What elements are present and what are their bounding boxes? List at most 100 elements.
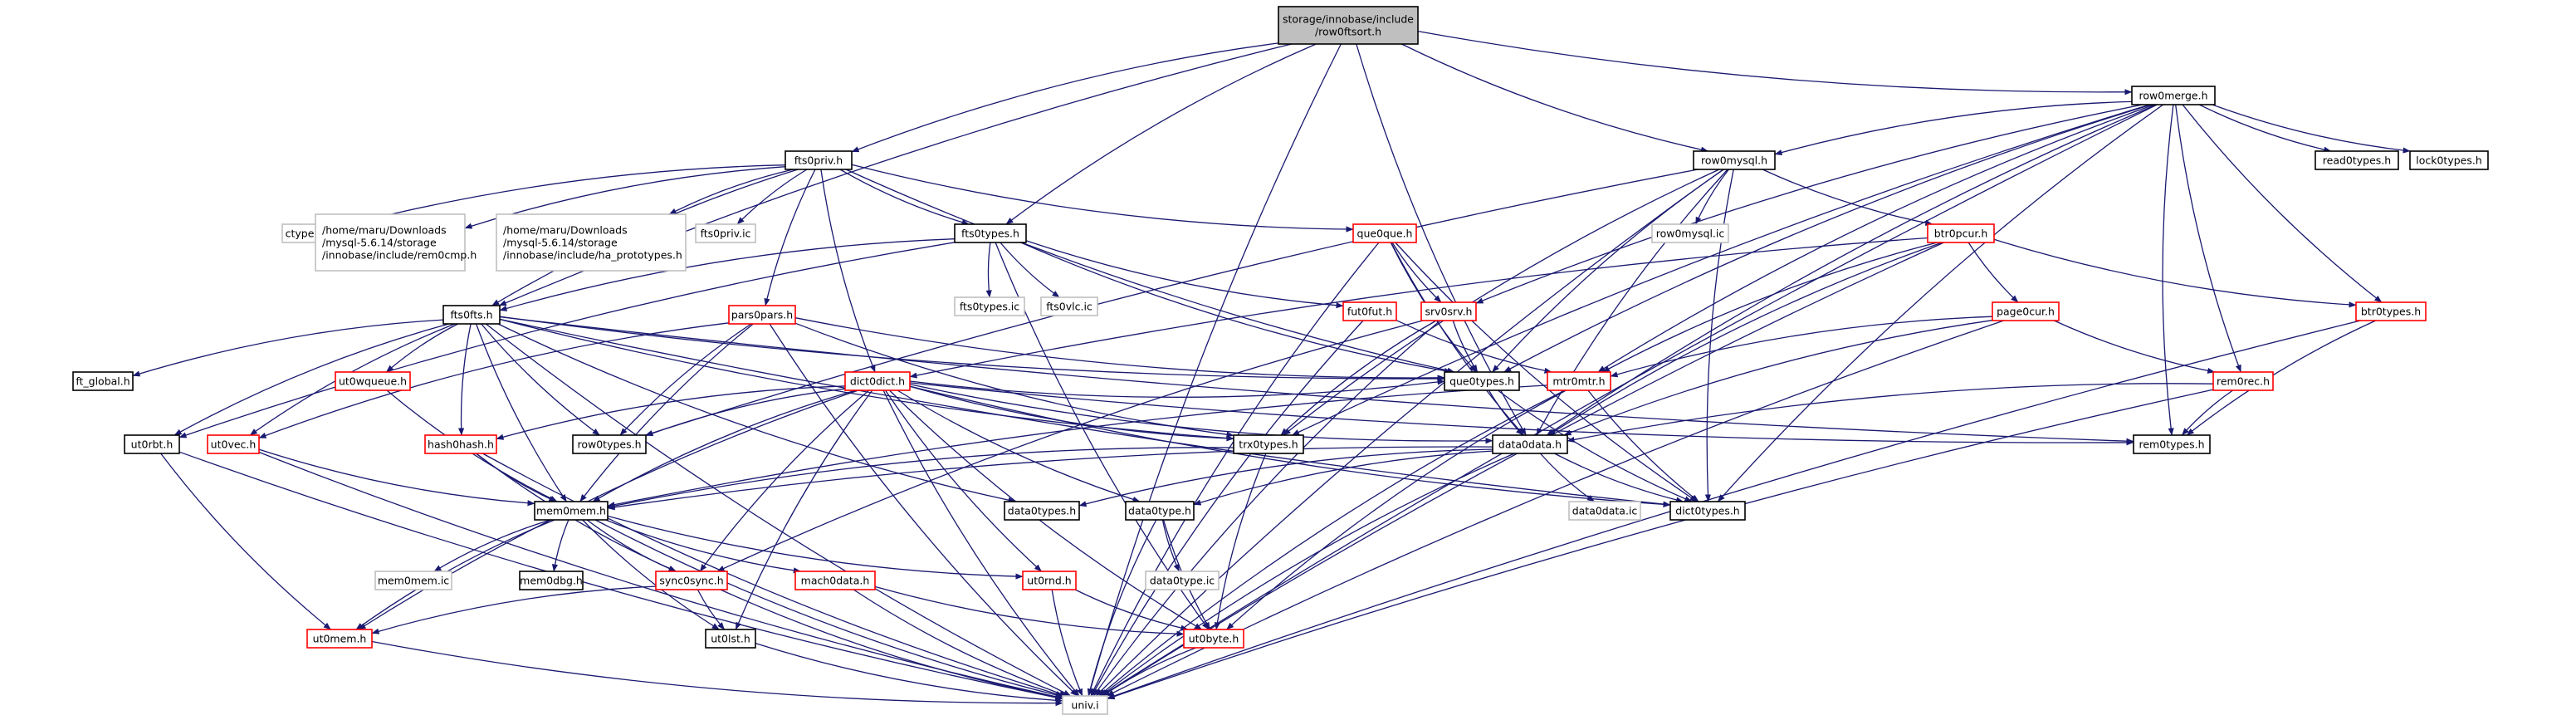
node-label: /innobase/include/ha_prototypes.h — [503, 249, 682, 262]
node-ut0mem[interactable]: ut0mem.h — [306, 629, 373, 649]
edge-btr0pcur-to-mtr0mtr — [1602, 242, 1938, 373]
edge-root-to-fts0types — [1005, 43, 1317, 225]
node-data0type[interactable]: data0type.h — [1125, 501, 1195, 521]
edge-rem0rec-to-rem0types — [2181, 389, 2233, 436]
node-ut0byte[interactable]: ut0byte.h — [1183, 629, 1244, 649]
node-row0mysql[interactable]: row0mysql.h — [1693, 150, 1776, 170]
node-ut0rbt[interactable]: ut0rbt.h — [124, 434, 180, 454]
edge-data0type-to-univ — [1087, 519, 1157, 697]
node-page0cur[interactable]: page0cur.h — [1992, 301, 2060, 321]
edge-que0types-to-data0data — [1488, 389, 1524, 436]
edge-que0types-to-dict0types — [1497, 389, 1693, 502]
node-mem0dbg[interactable]: mem0dbg.h — [519, 571, 584, 590]
node-label: row0merge.h — [2139, 90, 2208, 102]
node-que0types[interactable]: que0types.h — [1444, 371, 1520, 391]
node-box — [424, 434, 497, 454]
edge-row0merge-to-mtr0mtr — [1597, 104, 2155, 373]
edge-page0cur-to-rem0rec — [2054, 320, 2216, 374]
edge-mtr0mtr-to-dict0types — [1587, 389, 1699, 502]
node-ut0vec[interactable]: ut0vec.h — [207, 434, 260, 454]
node-lock0types[interactable]: lock0types.h — [2409, 150, 2489, 170]
node-univ: univ.i — [1062, 695, 1108, 715]
node-fut0fut[interactable]: fut0fut.h — [1342, 301, 1397, 321]
node-fts0fts[interactable]: fts0fts.h — [442, 305, 501, 325]
node-box — [1693, 150, 1776, 170]
edge-dict0dict-to-univ — [882, 389, 1080, 697]
edge-hash0hash-to-univ — [481, 453, 1064, 698]
node-label: fts0fts.h — [450, 309, 492, 321]
node-label: /mysql-5.6.14/storage — [503, 237, 618, 249]
edge-srv0srv-to-trx0types — [1280, 320, 1437, 436]
edge-dict0dict-to-data0data — [909, 384, 1493, 444]
node-box — [335, 371, 411, 391]
node-label: ut0byte.h — [1189, 633, 1239, 645]
node-data0types[interactable]: data0types.h — [1004, 501, 1080, 521]
edge-mach0data-to-ut0byte — [874, 585, 1185, 637]
node-fts0priv[interactable]: fts0priv.h — [785, 150, 853, 170]
node-hash0hash[interactable]: hash0hash.h — [424, 434, 497, 454]
node-label: pars0pars.h — [731, 309, 793, 321]
edge-pars0pars-to-univ — [769, 323, 1078, 697]
node-dict0types[interactable]: dict0types.h — [1669, 501, 1746, 521]
edge-root-to-univ — [1088, 43, 1342, 697]
node-data0data[interactable]: data0data.h — [1492, 434, 1568, 454]
edge-mem0mem-to-sync0sync — [586, 519, 677, 572]
node-ha-proto-path: /home/maru/Downloads/mysql-5.6.14/storag… — [496, 213, 687, 272]
edge-data0data-to-dict0types — [1554, 453, 1684, 503]
edge-data0data-to-data0types — [1078, 448, 1493, 507]
edge-fts0fts-to-ft-global — [132, 319, 444, 377]
node-label: ut0mem.h — [313, 633, 367, 645]
edge-root-to-fts0priv — [851, 42, 1279, 153]
edge-fts0priv-to-fts0priv-ic — [736, 169, 808, 225]
edge-que0que-to-dict0types — [1395, 242, 1698, 502]
node-btr0pcur[interactable]: btr0pcur.h — [1927, 223, 1995, 243]
node-label: row0mysql.ic — [1656, 228, 1725, 240]
node-label: mtr0mtr.h — [1552, 375, 1605, 388]
node-label: data0types.h — [1008, 505, 1076, 517]
node-rem0rec[interactable]: rem0rec.h — [2212, 371, 2274, 391]
node-fts0types[interactable]: fts0types.h — [954, 223, 1027, 243]
node-data0type-ic: data0type.ic — [1145, 571, 1220, 590]
edge-row0merge-to-rem0types — [2162, 104, 2174, 436]
node-label: data0type.h — [1128, 505, 1191, 517]
edge-btr0pcur-to-btr0types — [1993, 238, 2357, 308]
node-box — [695, 223, 756, 243]
node-label: ft_global.h — [76, 375, 130, 388]
node-sync0sync[interactable]: sync0sync.h — [655, 571, 728, 590]
node-box — [954, 223, 1027, 243]
node-row0merge[interactable]: row0merge.h — [2131, 86, 2216, 105]
edge-fts0types-to-fts0fts — [499, 238, 956, 311]
edge-dict0dict-to-ut0mem — [358, 389, 859, 630]
edge-fts0fts-to-data0types — [497, 323, 1016, 503]
node-que0que[interactable]: que0que.h — [1352, 223, 1417, 243]
edge-trx0types-to-ut0byte — [1214, 453, 1267, 630]
node-box — [1669, 501, 1746, 521]
node-box — [207, 434, 260, 454]
node-fts0types-ic: fts0types.ic — [954, 296, 1025, 316]
node-mtr0mtr[interactable]: mtr0mtr.h — [1547, 371, 1611, 391]
node-srv0srv[interactable]: srv0srv.h — [1420, 301, 1477, 321]
node-rem0types[interactable]: rem0types.h — [2133, 434, 2211, 454]
node-root[interactable]: storage/innobase/include/row0ftsort.h — [1278, 6, 1419, 45]
node-row0types[interactable]: row0types.h — [572, 434, 647, 454]
node-row0mysql-ic: row0mysql.ic — [1651, 223, 1729, 243]
node-pars0pars[interactable]: pars0pars.h — [728, 305, 796, 325]
node-dict0dict[interactable]: dict0dict.h — [844, 371, 911, 391]
edge-row0mysql-to-row0types — [645, 169, 1699, 436]
edge-mem0mem-to-mem0dbg — [551, 519, 569, 572]
node-ut0rnd[interactable]: ut0rnd.h — [1022, 571, 1077, 590]
node-trx0types[interactable]: trx0types.h — [1233, 434, 1304, 454]
node-ft-global[interactable]: ft_global.h — [72, 371, 134, 391]
edge-layer — [132, 30, 2411, 707]
node-label: mem0mem.h — [536, 505, 606, 517]
node-ut0lst[interactable]: ut0lst.h — [705, 629, 756, 649]
node-ut0wqueue[interactable]: ut0wqueue.h — [335, 371, 411, 391]
edge-fts0fts-to-rem0types — [499, 316, 2134, 444]
node-rem0cmp-path: /home/maru/Downloads/mysql-5.6.14/storag… — [315, 213, 477, 272]
node-btr0types[interactable]: btr0types.h — [2355, 301, 2427, 321]
node-mach0data[interactable]: mach0data.h — [794, 571, 876, 590]
node-mem0mem[interactable]: mem0mem.h — [534, 501, 609, 521]
node-box — [2409, 150, 2489, 170]
node-read0types[interactable]: read0types.h — [2314, 150, 2399, 170]
edge-mach0data-to-univ — [853, 589, 1068, 697]
